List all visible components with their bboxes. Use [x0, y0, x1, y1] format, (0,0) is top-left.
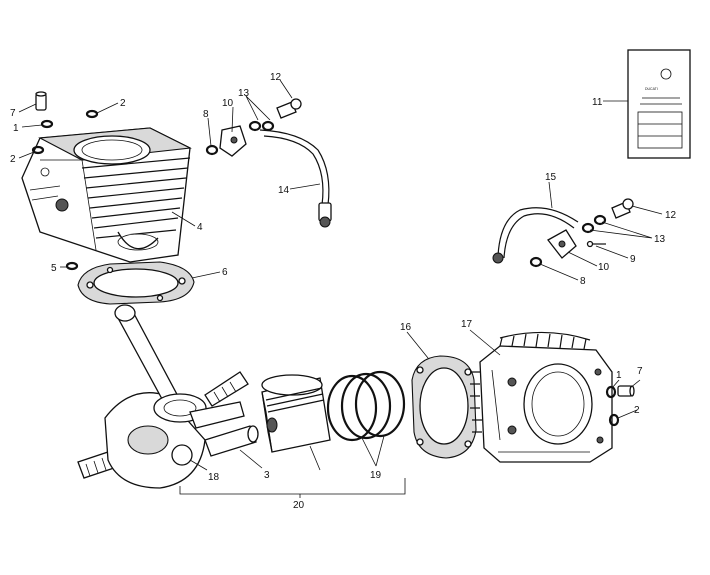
callout-7-left: 7: [10, 108, 16, 119]
piston: [261, 374, 331, 453]
callout-2-right: 2: [634, 405, 640, 416]
cylinder-head-gasket: [411, 355, 477, 459]
callout-12-right: 12: [665, 210, 677, 221]
base-gasket: [77, 261, 195, 305]
callout-2-left: 2: [10, 154, 16, 165]
callout-11: 11: [592, 97, 603, 108]
callout-5: 5: [51, 263, 57, 274]
callout-10-right: 10: [598, 262, 610, 273]
dowel-and-orings-left: [31, 91, 99, 271]
leader-lines: [18, 79, 663, 498]
callout-8-left: 8: [203, 109, 209, 120]
callout-6: 6: [222, 267, 228, 278]
callout-3: 3: [264, 470, 270, 481]
dowel-and-orings-right: [605, 385, 635, 427]
callout-numbers: 7 1 2 2 8 10 13 12 14 4 5 6 11 15 12 13 …: [10, 72, 677, 511]
callout-15: 15: [545, 172, 557, 183]
callout-1-right: 1: [616, 370, 622, 381]
callout-16: 16: [400, 322, 412, 333]
manual-brand: DUCATI: [645, 87, 658, 91]
piston-rings: [326, 370, 406, 442]
callout-18: 18: [208, 472, 220, 483]
callout-13-right: 13: [654, 234, 666, 245]
workshop-manual: DUCATI: [627, 49, 691, 159]
crankshaft-conrod: [77, 304, 259, 489]
oil-pipe-assembly-right: [492, 198, 634, 268]
callout-17: 17: [461, 319, 473, 330]
callout-14: 14: [278, 185, 290, 196]
callout-9: 9: [630, 254, 636, 265]
callout-10-left: 10: [222, 98, 234, 109]
callout-1-left: 1: [13, 123, 19, 134]
callout-8-right: 8: [580, 276, 586, 287]
callout-12-left: 12: [270, 72, 282, 83]
callout-13-left: 13: [238, 88, 250, 99]
callout-4: 4: [197, 222, 203, 233]
callout-2-top: 2: [120, 98, 126, 109]
oil-pipe-assembly-left: [205, 98, 332, 228]
callout-19: 19: [370, 470, 382, 481]
cylinder-rear: [21, 127, 192, 263]
callout-20: 20: [293, 500, 305, 511]
cylinder-front: [470, 331, 613, 463]
callout-7-right: 7: [637, 366, 643, 377]
